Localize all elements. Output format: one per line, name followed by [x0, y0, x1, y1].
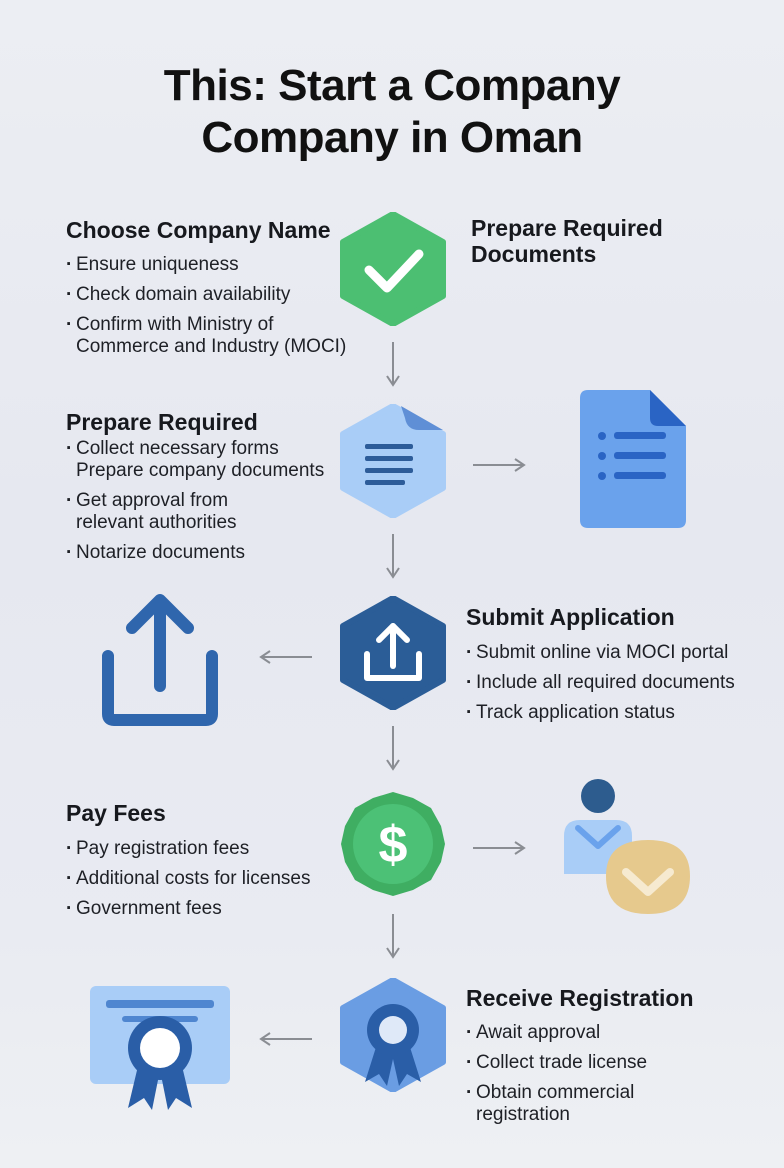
svg-text:$: $: [379, 816, 408, 874]
step-prepare-documents-heading: Prepare Required Documents: [471, 215, 663, 267]
bullet: Obtain commercial registration: [466, 1082, 766, 1126]
step-receive-heading: Receive Registration: [466, 985, 694, 1011]
bullet: Additional costs for licenses: [66, 868, 366, 890]
bullet: Collect necessary forms Prepare company …: [66, 438, 366, 482]
bullet: Get approval from relevant authorities: [66, 490, 366, 534]
arrow-right-icon: [473, 841, 526, 855]
bullet: Notarize documents: [66, 542, 366, 564]
step-pay-fees-bullets: Pay registration fees Additional costs f…: [66, 838, 366, 928]
arrow-down-icon: [386, 342, 400, 387]
arrow-down-icon: [386, 726, 400, 771]
step-prepare-heading: Prepare Required: [66, 409, 258, 435]
bullet: Track application status: [466, 702, 766, 724]
bullet: Confirm with Ministry of Commerce and In…: [66, 314, 366, 358]
step-submit-bullets: Submit online via MOCI portal Include al…: [466, 642, 766, 732]
step-choose-name-heading: Choose Company Name: [66, 217, 331, 243]
upload-hexagon-icon: [340, 596, 446, 710]
award-hexagon-icon: [340, 978, 446, 1092]
bullet: Await approval: [466, 1022, 766, 1044]
page-title-line1: This: Start a Company: [163, 61, 621, 110]
arrow-left-icon: [259, 650, 312, 664]
arrow-down-icon: [386, 534, 400, 579]
upload-icon: [102, 594, 218, 726]
bullet: Pay registration fees: [66, 838, 366, 860]
certificate-icon: [90, 986, 230, 1110]
step-submit-heading: Submit Application: [466, 604, 675, 630]
bullet: Include all required documents: [466, 672, 766, 694]
document-hexagon-icon: [340, 404, 446, 518]
arrow-down-icon: [386, 914, 400, 959]
document-icon: [580, 390, 686, 528]
dollar-badge-icon: $: [341, 792, 445, 896]
check-hexagon-icon: [340, 212, 446, 326]
step-pay-fees-heading: Pay Fees: [66, 800, 166, 826]
arrow-right-icon: [473, 458, 526, 472]
arrow-left-icon: [259, 1032, 312, 1046]
step-prepare-bullets: Collect necessary forms Prepare company …: [66, 438, 366, 572]
bullet: Check domain availability: [66, 284, 366, 306]
bullet: Collect trade license: [466, 1052, 766, 1074]
bullet: Government fees: [66, 898, 366, 920]
bullet: Ensure uniqueness: [66, 254, 366, 276]
page-title-line2: Company in Oman: [201, 113, 583, 162]
bullet: Submit online via MOCI portal: [466, 642, 766, 664]
step-receive-bullets: Await approval Collect trade license Obt…: [466, 1022, 766, 1134]
people-handshake-icon: [564, 779, 690, 914]
step-choose-name-bullets: Ensure uniqueness Check domain availabil…: [66, 254, 366, 366]
